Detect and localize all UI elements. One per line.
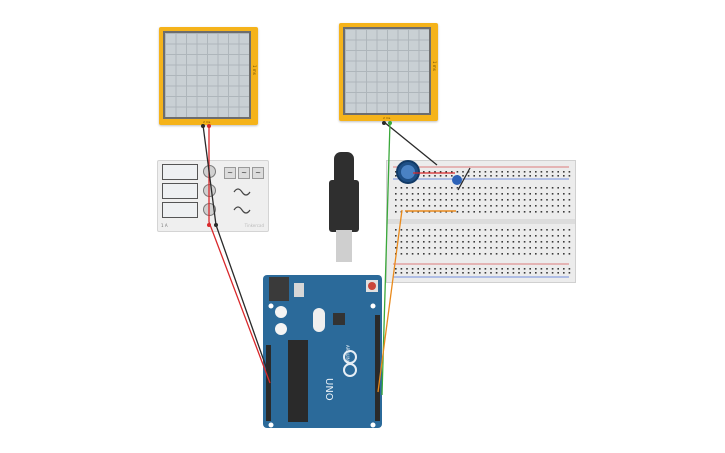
oscilloscope-1[interactable]: 1 ms 2 ms (159, 27, 258, 125)
arduino-details (266, 277, 380, 428)
arduino-uno-board[interactable]: UNO ARDUINO (263, 275, 382, 428)
arduino-brand-label: ARDUINO (345, 345, 350, 364)
usb-plug (329, 180, 359, 232)
function-generator-brand: Tinkercad (244, 223, 264, 228)
arduino-model-label: UNO (323, 378, 334, 401)
oscilloscope-2-side-label: 1 ms (432, 61, 437, 71)
wave-icon-2 (233, 206, 251, 214)
triangle-wave-button[interactable]: ~ (252, 167, 264, 179)
amplitude-knob[interactable] (203, 184, 216, 197)
oscilloscope-1-side-label: 1 ms (252, 65, 257, 75)
function-generator-footer: 1 A (161, 223, 168, 228)
sine-wave-button[interactable]: ~ (224, 167, 236, 179)
breadboard[interactable] (386, 160, 576, 283)
square-wave-button[interactable]: ~ (238, 167, 250, 179)
oscilloscope-2-bottom-label: 2 ms (383, 116, 391, 120)
wire-black-2 (383, 121, 438, 166)
oscilloscope-2-screen (343, 27, 431, 115)
oscilloscope-1-screen (163, 31, 251, 119)
usb-cable (336, 230, 352, 262)
offset-display (162, 202, 198, 218)
wave-icon-1 (233, 188, 251, 196)
offset-knob[interactable] (203, 203, 216, 216)
oscilloscope-1-bottom-label: 2 ms (203, 120, 211, 124)
breadboard-holes (387, 166, 575, 278)
capacitor[interactable] (452, 175, 462, 185)
oscilloscope-2[interactable]: 1 ms 2 ms (339, 23, 438, 121)
frequency-display (162, 164, 198, 180)
frequency-knob[interactable] (203, 165, 216, 178)
usb-cable-top (334, 152, 354, 182)
potentiometer-knob[interactable] (401, 165, 415, 179)
potentiometer[interactable] (396, 160, 420, 184)
function-generator[interactable]: ~ ~ ~ 1 A Tinkercad (157, 160, 269, 232)
amplitude-display (162, 183, 198, 199)
